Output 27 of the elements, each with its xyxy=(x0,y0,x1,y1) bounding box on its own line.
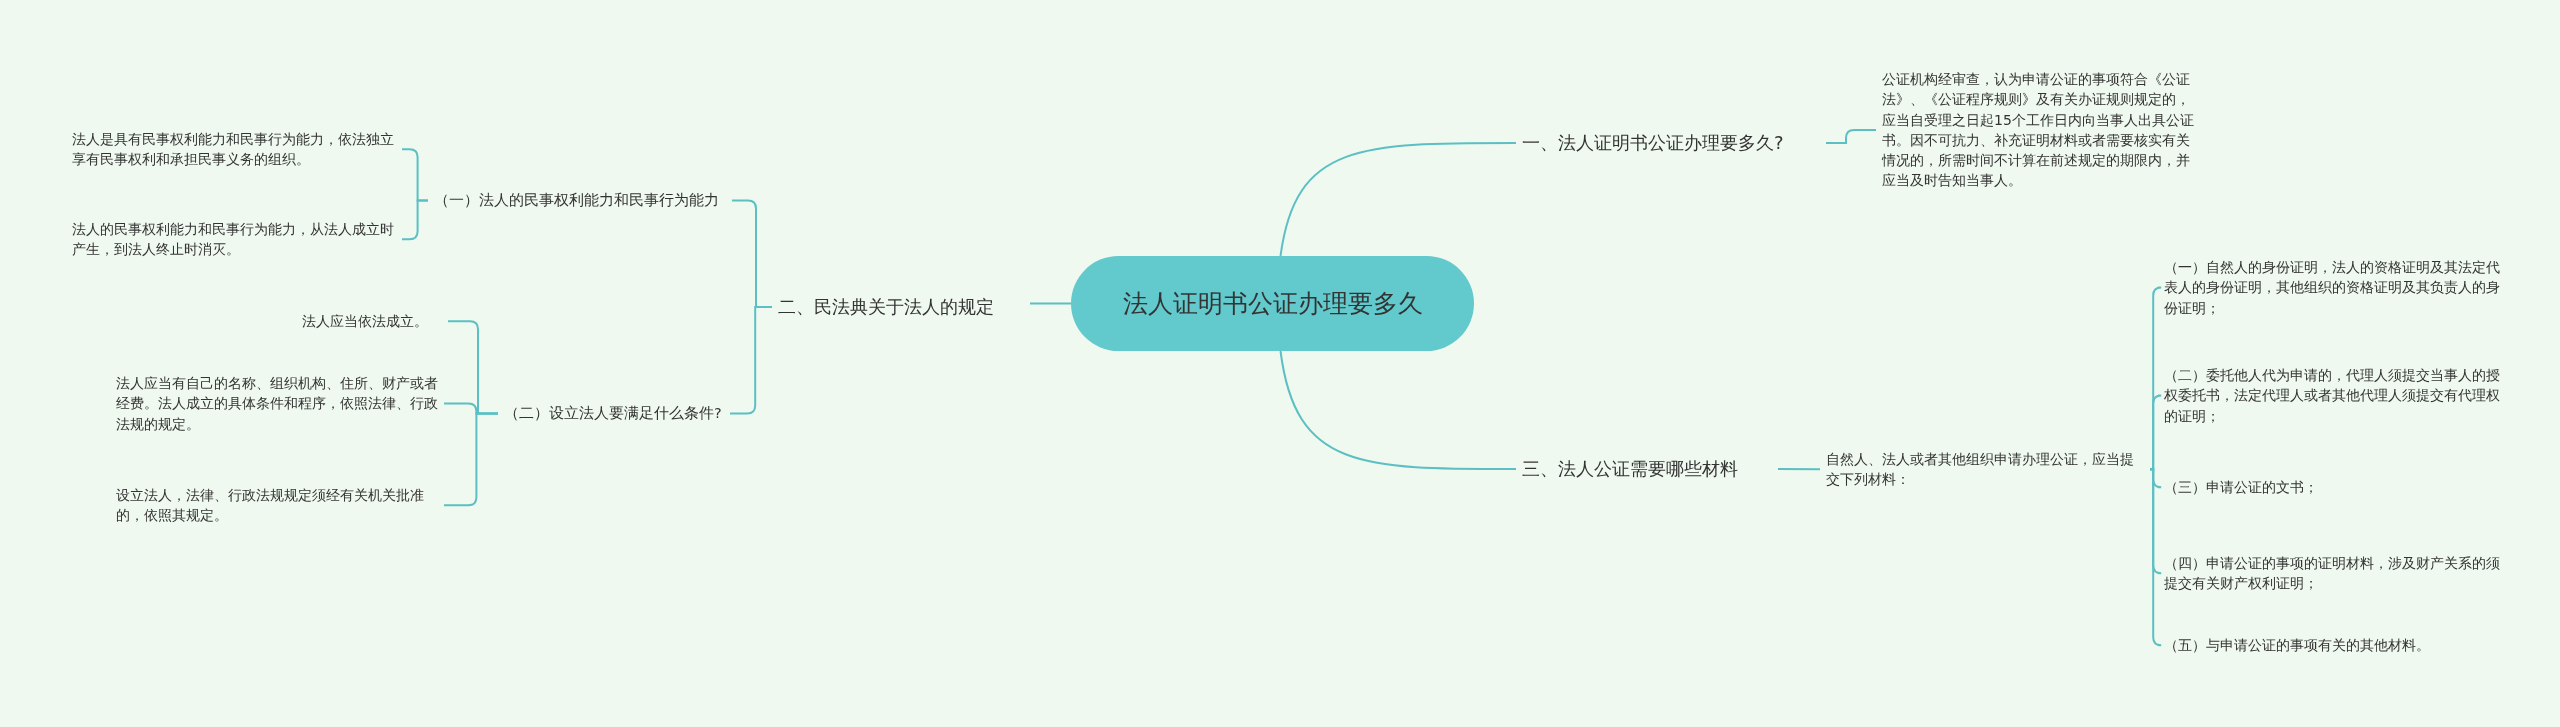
branch-topic: 一、法人证明书公证办理要多久? xyxy=(1516,126,1826,161)
connector-line xyxy=(1777,468,1821,471)
subtopic-text: （一）法人的民事权利能力和民事行为能力 xyxy=(428,187,732,214)
leaf-text: 法人的民事权利能力和民事行为能力，从法人成立时产生，到法人终止时消灭。 xyxy=(66,216,402,263)
connector-line xyxy=(2149,394,2163,471)
connector-line xyxy=(1279,350,1517,471)
connector-line xyxy=(1825,128,1877,145)
leaf-text: 法人是具有民事权利能力和民事行为能力，依法独立享有民事权利和承担民事义务的组织。 xyxy=(66,126,402,173)
branch-topic: 三、法人公证需要哪些材料 xyxy=(1516,452,1778,487)
leaf-text: （四）申请公证的事项的证明材料，涉及财产关系的须提交有关财产权利证明； xyxy=(2158,550,2510,597)
leaf-text: 设立法人，法律、行政法规规定须经有关机关批准的，依照其规定。 xyxy=(110,482,444,529)
answer-text: 公证机构经审查，认为申请公证的事项符合《公证法》、《公证程序规则》及有关办证规则规定的，应当自受理之日起15个工作日内向当事人出具公证书。因不可抗力、补充证明材料或者需要核实有关情况的，所需时间不计算在前述规定的期限内，并应当及时告知当事人。 xyxy=(1876,66,2208,194)
leaf-text: 法人应当有自己的名称、组织机构、住所、财产或者经费。法人成立的具体条件和程序，依照法律、行政法规的规定。 xyxy=(110,370,444,437)
leaf-text: （二）委托他人代为申请的，代理人须提交当事人的授权委托书，法定代理人或者其他代理人须提交有代理权的证明； xyxy=(2158,362,2510,429)
connector-line xyxy=(2149,468,2163,647)
leaf-text: （一）自然人的身份证明，法人的资格证明及其法定代表人的身份证明，其他组织的资格证明及其负责人的身份证明； xyxy=(2158,254,2510,321)
connector-line xyxy=(443,412,499,507)
subtopic-text: （二）设立法人要满足什么条件? xyxy=(498,400,730,427)
connector-line xyxy=(401,199,429,241)
subtopic-text: 自然人、法人或者其他组织申请办理公证，应当提交下列材料： xyxy=(1820,446,2150,493)
leaf-text: （三）申请公证的文书； xyxy=(2158,474,2510,501)
leaf-text: （五）与申请公证的事项有关的其他材料。 xyxy=(2158,632,2510,659)
branch-topic: 二、民法典关于法人的规定 xyxy=(772,290,1030,325)
connector-line xyxy=(1029,302,1072,305)
connector-line xyxy=(1279,142,1517,257)
leaf-text: 法人应当依法成立。 xyxy=(296,308,448,335)
central-topic: 法人证明书公证办理要多久 xyxy=(1071,256,1474,351)
